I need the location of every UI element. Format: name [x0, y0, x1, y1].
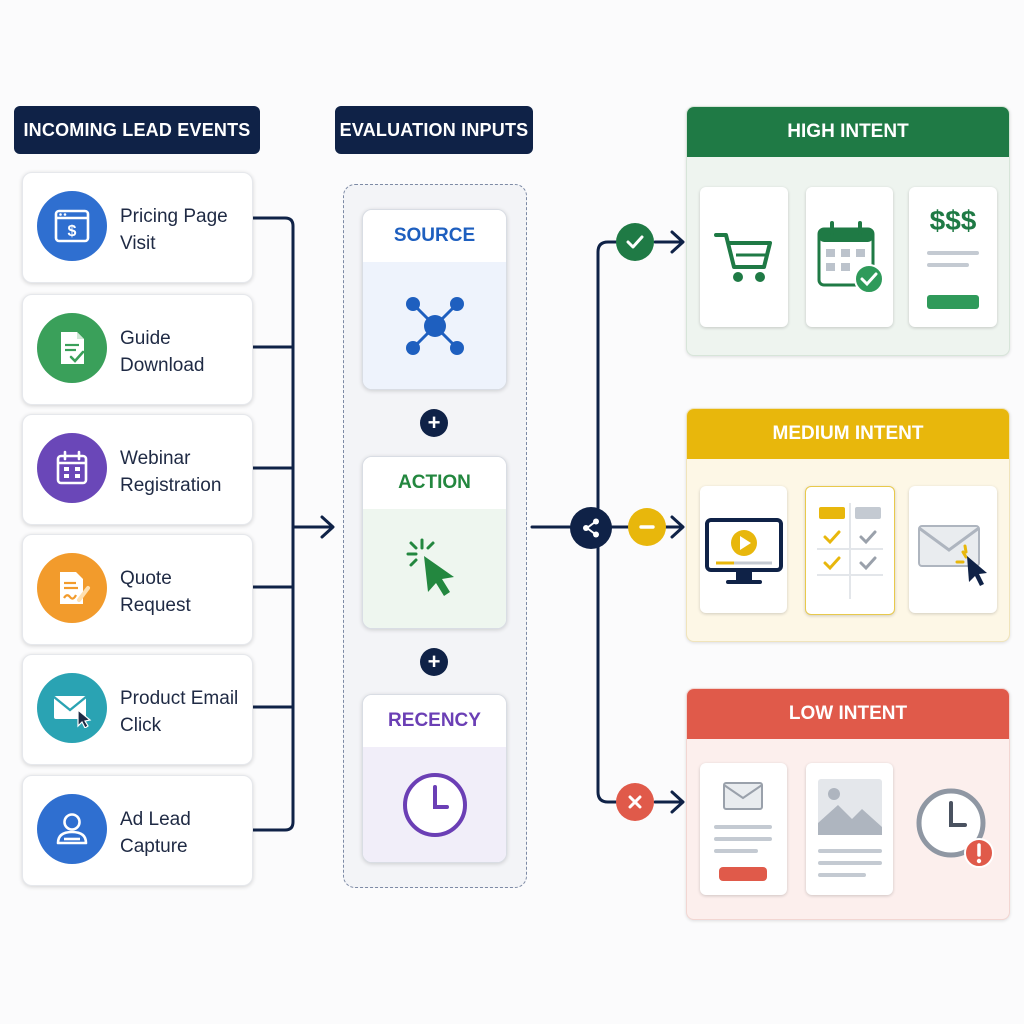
event-label: Product Email Click	[120, 688, 239, 736]
low-intent-panel: LOW INTENT	[686, 688, 1010, 920]
evaluation-inputs-header: EVALUATION INPUTS	[335, 106, 533, 154]
email-newsletter-card	[700, 763, 787, 895]
action-label: ACTION	[363, 457, 506, 509]
network-icon	[405, 296, 464, 355]
image-icon	[818, 779, 882, 835]
plus-icon: +	[420, 409, 448, 437]
x-icon	[616, 783, 654, 821]
clock-alert-icon	[916, 788, 994, 868]
event-label: Webinar Registration	[120, 448, 222, 496]
email-cursor-icon	[909, 486, 997, 613]
incoming-lead-events-header: INCOMING LEAD EVENTS	[14, 106, 260, 154]
dollar-signs-icon: $$$	[929, 205, 977, 236]
clock-icon	[402, 772, 467, 837]
high-intent-title: HIGH INTENT	[687, 107, 1009, 157]
event-card-quote-request[interactable]: Quote Request	[22, 534, 253, 645]
shopping-cart-icon	[700, 187, 788, 327]
document-check-icon	[37, 313, 107, 383]
cursor-click-icon	[406, 538, 454, 596]
source-label: SOURCE	[363, 210, 506, 262]
email-click-icon	[37, 673, 107, 743]
action-input-card[interactable]: ACTION	[362, 456, 507, 629]
low-intent-title: LOW INTENT	[687, 689, 1009, 739]
quote-document-icon	[37, 553, 107, 623]
buy-button-graphic	[927, 295, 979, 309]
user-icon	[37, 794, 107, 864]
event-label: Quote Request	[120, 568, 191, 616]
image-article-card	[806, 763, 893, 895]
video-monitor-icon	[700, 486, 787, 613]
event-card-guide-download[interactable]: Guide Download	[22, 294, 253, 405]
event-card-pricing-page-visit[interactable]: $ Pricing Page Visit	[22, 172, 253, 283]
calendar-check-icon	[806, 187, 893, 327]
checklist-icon	[805, 486, 895, 615]
event-card-webinar-registration[interactable]: Webinar Registration	[22, 414, 253, 525]
medium-intent-title: MEDIUM INTENT	[687, 409, 1009, 459]
pricing-card: $$$	[909, 187, 997, 327]
plus-icon: +	[420, 648, 448, 676]
check-icon	[616, 223, 654, 261]
calendar-icon	[37, 433, 107, 503]
pricing-page-icon: $	[37, 191, 107, 261]
cta-button-graphic	[719, 867, 767, 881]
event-label: Pricing Page Visit	[120, 206, 228, 254]
share-node-icon	[570, 507, 612, 549]
minus-icon	[628, 508, 666, 546]
source-input-card[interactable]: SOURCE	[362, 209, 507, 390]
recency-input-card[interactable]: RECENCY	[362, 694, 507, 863]
recency-label: RECENCY	[363, 695, 506, 747]
event-card-ad-lead-capture[interactable]: Ad Lead Capture	[22, 775, 253, 886]
event-label: Guide Download	[120, 328, 205, 376]
svg-text:$: $	[68, 223, 77, 240]
high-intent-panel: HIGH INTENT $$$	[686, 106, 1010, 356]
event-card-product-email-click[interactable]: Product Email Click	[22, 654, 253, 765]
medium-intent-panel: MEDIUM INTENT	[686, 408, 1010, 642]
envelope-icon	[723, 782, 763, 810]
event-label: Ad Lead Capture	[120, 809, 191, 857]
